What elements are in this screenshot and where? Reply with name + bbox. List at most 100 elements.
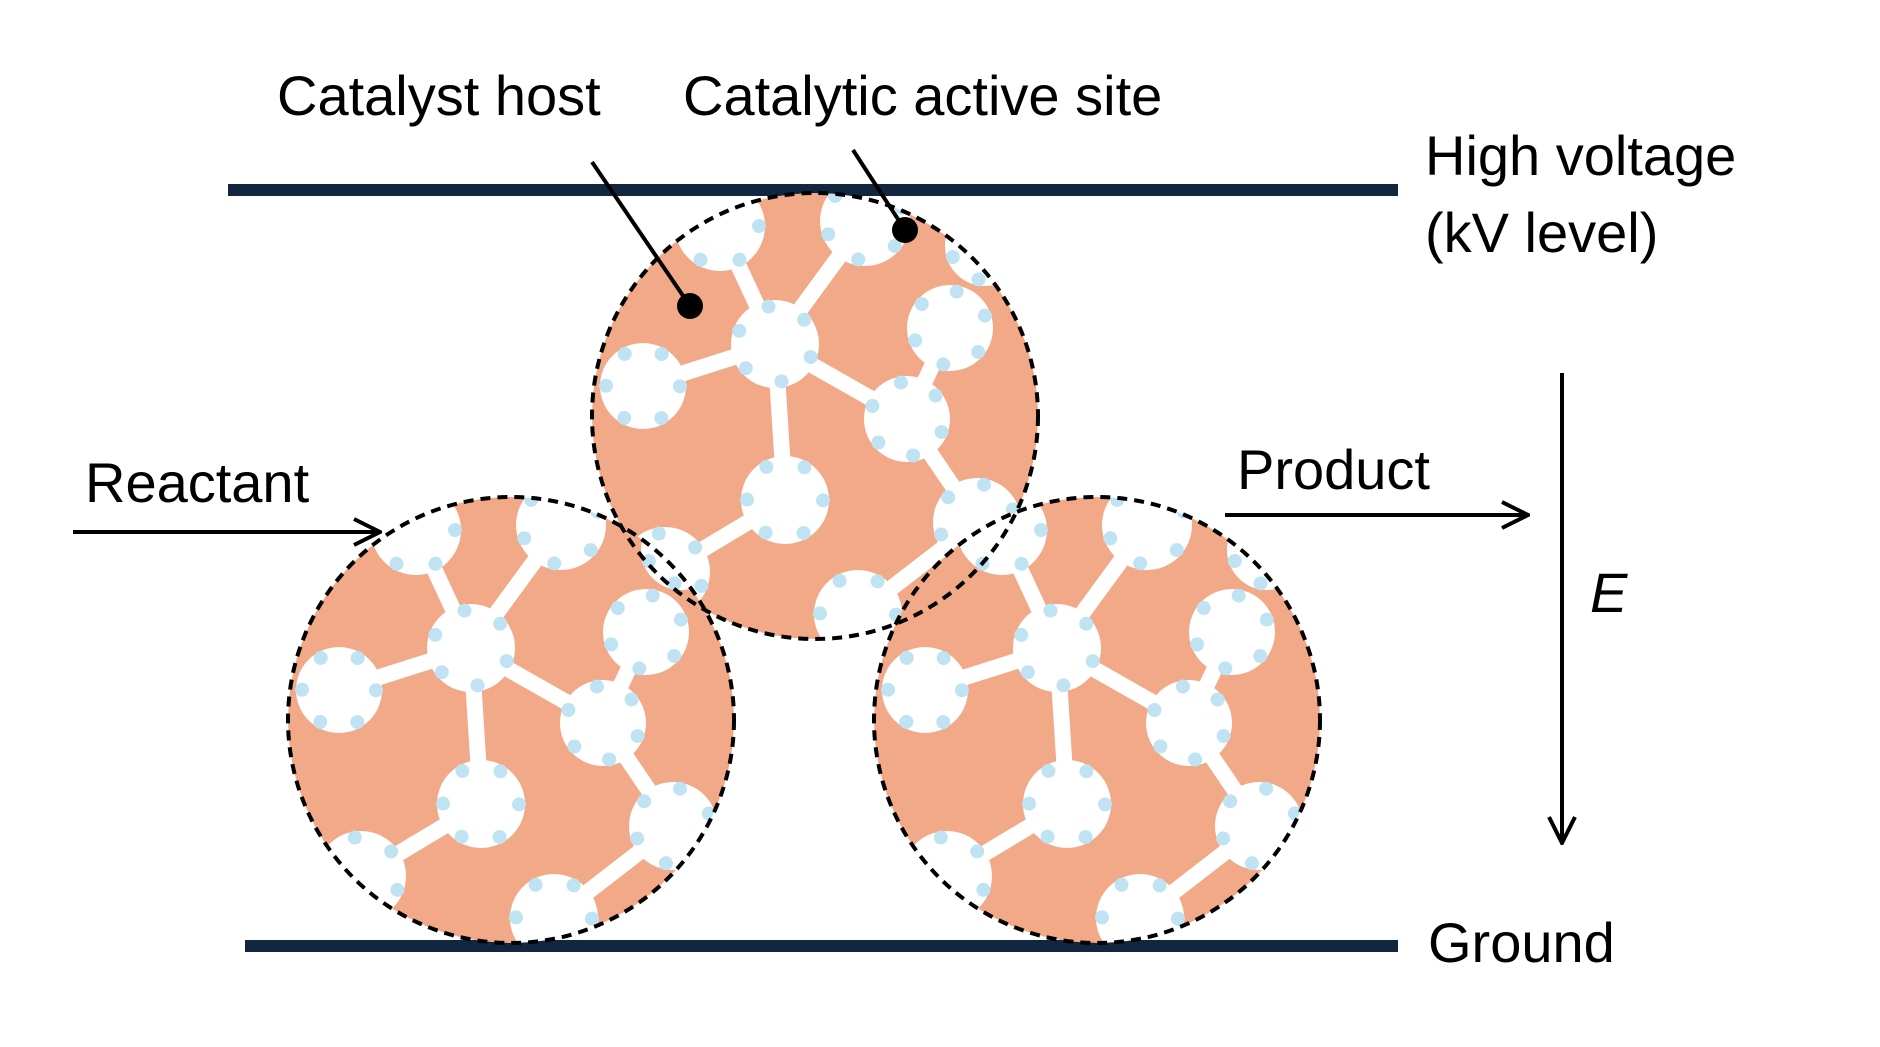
active-site-dot bbox=[740, 492, 754, 507]
active-site-dot bbox=[955, 683, 969, 698]
active-site-dot bbox=[984, 205, 999, 220]
active-site-dot bbox=[1253, 649, 1268, 663]
active-site-dot bbox=[317, 855, 332, 870]
active-site-dot bbox=[492, 830, 507, 845]
pore bbox=[296, 647, 382, 733]
active-site-dot bbox=[455, 763, 470, 778]
active-site-dot bbox=[1022, 796, 1036, 811]
active-site-dot bbox=[914, 297, 929, 311]
active-site-dot bbox=[624, 692, 639, 707]
active-site-dot bbox=[821, 227, 836, 242]
pore bbox=[882, 647, 968, 733]
active-site-dot bbox=[1079, 764, 1094, 779]
active-site-dot bbox=[945, 250, 960, 264]
active-site-dot bbox=[1034, 523, 1048, 537]
active-site-dot bbox=[971, 345, 986, 359]
active-site-dot bbox=[732, 323, 747, 338]
active-site-dot bbox=[803, 350, 818, 365]
active-site-dot bbox=[493, 616, 508, 631]
active-site-dot bbox=[1078, 830, 1093, 845]
active-site-dot bbox=[761, 299, 776, 314]
pore bbox=[371, 497, 461, 575]
active-site-dot bbox=[454, 829, 469, 844]
active-site-dot bbox=[1190, 637, 1205, 652]
active-site-dot bbox=[1056, 678, 1071, 693]
active-site-dot bbox=[434, 665, 449, 680]
active-site-dot bbox=[831, 640, 845, 654]
active-site-dot bbox=[512, 797, 526, 812]
active-site-dot bbox=[949, 284, 964, 299]
active-site-dot bbox=[976, 882, 991, 897]
active-site-dot bbox=[909, 893, 924, 908]
active-site-dot bbox=[651, 526, 666, 541]
active-site-dot bbox=[1285, 565, 1300, 580]
pore bbox=[560, 680, 646, 766]
active-site-dot bbox=[1147, 703, 1162, 717]
catalyst-particle bbox=[288, 497, 734, 943]
active-site-dot bbox=[1041, 763, 1056, 778]
active-site-dot bbox=[693, 252, 708, 267]
catalyst-host-marker bbox=[677, 293, 703, 319]
active-site-dot bbox=[758, 525, 773, 540]
active-site-dot bbox=[1188, 752, 1203, 767]
active-site-dot bbox=[797, 312, 812, 327]
active-site-dot bbox=[752, 219, 766, 233]
active-site-dot bbox=[1147, 480, 1161, 494]
active-site-dot bbox=[654, 411, 669, 426]
pore bbox=[603, 589, 689, 675]
active-site-dot bbox=[870, 574, 885, 589]
active-site-dot bbox=[589, 679, 604, 694]
active-site-dot bbox=[602, 752, 617, 767]
active-site-dot bbox=[1043, 603, 1058, 618]
active-site-dot bbox=[428, 627, 443, 642]
active-site-dot bbox=[654, 347, 669, 362]
active-site-dot bbox=[1152, 878, 1167, 893]
pore bbox=[1023, 760, 1111, 848]
active-site-dot bbox=[952, 216, 967, 231]
active-site-dot bbox=[517, 531, 532, 546]
active-site-dot bbox=[1171, 911, 1185, 926]
active-site-dot bbox=[732, 252, 747, 267]
pore bbox=[427, 604, 515, 692]
active-site-dot bbox=[1223, 794, 1238, 809]
pore bbox=[741, 456, 829, 544]
ground-electrode bbox=[245, 940, 1398, 952]
active-site-dot bbox=[694, 578, 709, 593]
active-site-dot bbox=[617, 410, 632, 425]
active-site-dot bbox=[360, 907, 375, 922]
active-site-dot bbox=[1253, 576, 1268, 591]
active-site-dot bbox=[1014, 556, 1029, 571]
active-site-dot bbox=[1292, 532, 1307, 546]
active-site-leader bbox=[851, 148, 907, 232]
active-site-dot bbox=[899, 650, 914, 665]
active-site-dot bbox=[323, 893, 338, 908]
pore bbox=[600, 343, 686, 429]
active-site-dot bbox=[936, 357, 951, 372]
ground-label: Ground bbox=[1428, 911, 1615, 974]
active-site-dot bbox=[630, 729, 645, 743]
active-site-dot bbox=[448, 523, 462, 537]
pore bbox=[907, 285, 993, 371]
active-site-dot bbox=[906, 448, 921, 463]
active-site-dot bbox=[604, 637, 619, 652]
pore bbox=[1189, 589, 1275, 675]
active-site-dot bbox=[617, 346, 632, 361]
active-site-dot bbox=[673, 379, 687, 394]
reactant-label: Reactant bbox=[85, 451, 310, 514]
active-site-dot bbox=[738, 361, 753, 376]
active-site-dot bbox=[674, 219, 688, 233]
active-site-dot bbox=[389, 556, 404, 571]
active-site-dot bbox=[946, 907, 961, 922]
active-site-dot bbox=[637, 794, 652, 809]
active-site-dot bbox=[1114, 877, 1129, 892]
active-site-dot bbox=[1218, 661, 1233, 676]
active-site-dot bbox=[688, 540, 703, 555]
pore bbox=[1146, 680, 1232, 766]
active-site-dot bbox=[436, 796, 450, 811]
active-site-dot bbox=[610, 601, 625, 615]
active-site-dot bbox=[1259, 612, 1274, 627]
active-site-dot bbox=[350, 651, 365, 666]
catalyst-particle bbox=[592, 193, 1038, 654]
active-site-dot bbox=[936, 651, 951, 666]
active-site-dot bbox=[350, 715, 365, 730]
